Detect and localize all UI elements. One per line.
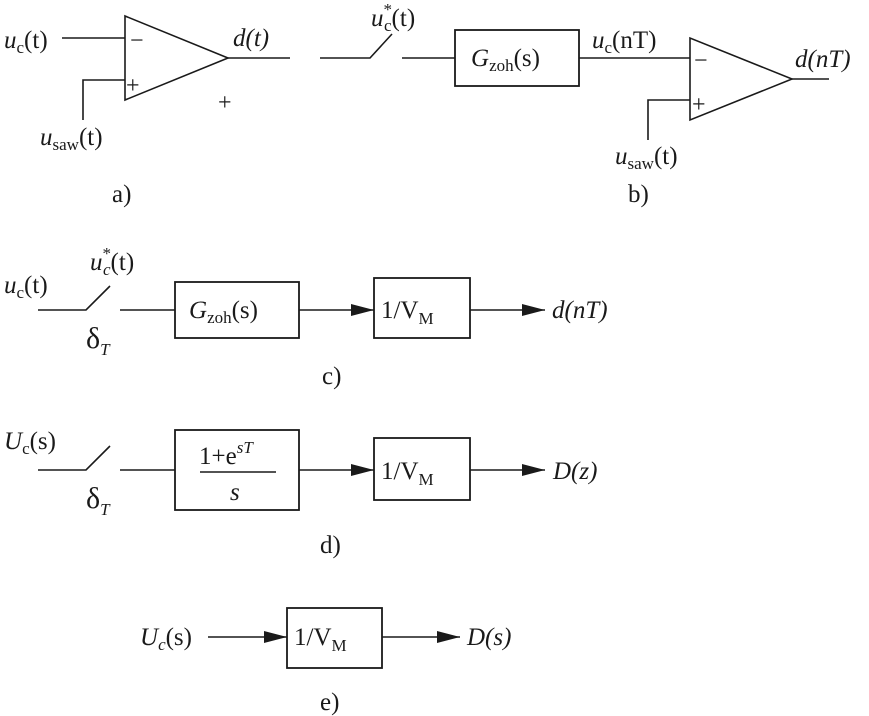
sampler-switch-d bbox=[38, 445, 111, 471]
panel-e: Uc(s) 1/VM D(s) e) bbox=[140, 607, 511, 716]
arrow-c-2 bbox=[522, 304, 545, 316]
gain-block-e bbox=[286, 607, 383, 669]
label-e-gain: 1/VM bbox=[294, 624, 347, 655]
label-a-ramp: usaw(t) bbox=[40, 124, 103, 154]
gain-block-d bbox=[373, 437, 471, 501]
sampler-switch-c bbox=[38, 285, 111, 311]
caption-d: d) bbox=[320, 532, 341, 559]
gain-block-c bbox=[373, 277, 471, 339]
label-d-output: D(z) bbox=[552, 458, 597, 485]
label-a-output: d(t) bbox=[233, 25, 269, 52]
label-d-sampler: δT bbox=[86, 482, 111, 519]
label-c-sampled: u*c(t) bbox=[90, 244, 134, 279]
panel-a: − + + uc(t) usaw(t) d(t) a) bbox=[4, 14, 290, 208]
arrow-e-2 bbox=[437, 631, 460, 643]
zoh-block-c bbox=[174, 281, 300, 339]
label-d-gain: 1/VM bbox=[381, 458, 434, 489]
arrow-d-2 bbox=[522, 464, 545, 476]
caption-e: e) bbox=[320, 689, 339, 716]
comparator-b-plus: + bbox=[692, 92, 706, 118]
wire-b-ramp bbox=[647, 99, 690, 140]
label-e-output: D(s) bbox=[466, 624, 511, 651]
sampler-switch-b bbox=[320, 33, 393, 59]
label-c-gain: 1/VM bbox=[381, 297, 434, 328]
label-d-tf-denominator: s bbox=[230, 479, 240, 506]
comparator-b-minus: − bbox=[694, 48, 708, 74]
label-a-input: uc(t) bbox=[4, 27, 48, 57]
comparator-b bbox=[689, 36, 795, 122]
label-c-output: d(nT) bbox=[552, 297, 608, 324]
label-b-ramp: usaw(t) bbox=[615, 143, 678, 173]
label-b-output: d(nT) bbox=[795, 46, 851, 73]
zoh-block-b bbox=[454, 29, 580, 87]
caption-a: a) bbox=[112, 181, 131, 208]
label-b-sampled: u*c(t) bbox=[371, 0, 415, 35]
comparator-a bbox=[124, 14, 231, 102]
caption-b: b) bbox=[628, 181, 649, 208]
arrow-c-1 bbox=[351, 304, 374, 316]
wire-a-ramp bbox=[82, 79, 125, 120]
label-d-input: Uc(s) bbox=[4, 428, 56, 458]
stray-plus-sign: + bbox=[218, 90, 232, 116]
label-c-zoh: Gzoh(s) bbox=[189, 297, 258, 327]
caption-c: c) bbox=[322, 363, 341, 390]
arrow-e-1 bbox=[264, 631, 287, 643]
comparator-a-minus: − bbox=[130, 28, 144, 54]
comparator-a-plus: + bbox=[126, 73, 140, 99]
label-b-zoh: Gzoh(s) bbox=[471, 45, 540, 75]
label-c-sampler: δT bbox=[86, 322, 111, 359]
label-e-input: Uc(s) bbox=[140, 624, 192, 654]
panel-d: Uc(s) δT 1+esT s 1/VM D(z) d) bbox=[4, 428, 597, 559]
panel-c: uc(t) u*c(t) δT Gzoh(s) 1/VM d(nT) c) bbox=[4, 244, 608, 390]
label-b-mid: uc(nT) bbox=[592, 27, 656, 57]
arrow-d-1 bbox=[351, 464, 374, 476]
label-c-input: uc(t) bbox=[4, 272, 48, 302]
panel-b: − + u*c(t) Gzoh(s) uc(nT) usaw(t) d(nT) … bbox=[320, 0, 851, 208]
label-d-tf-numerator: 1+esT bbox=[199, 438, 254, 470]
